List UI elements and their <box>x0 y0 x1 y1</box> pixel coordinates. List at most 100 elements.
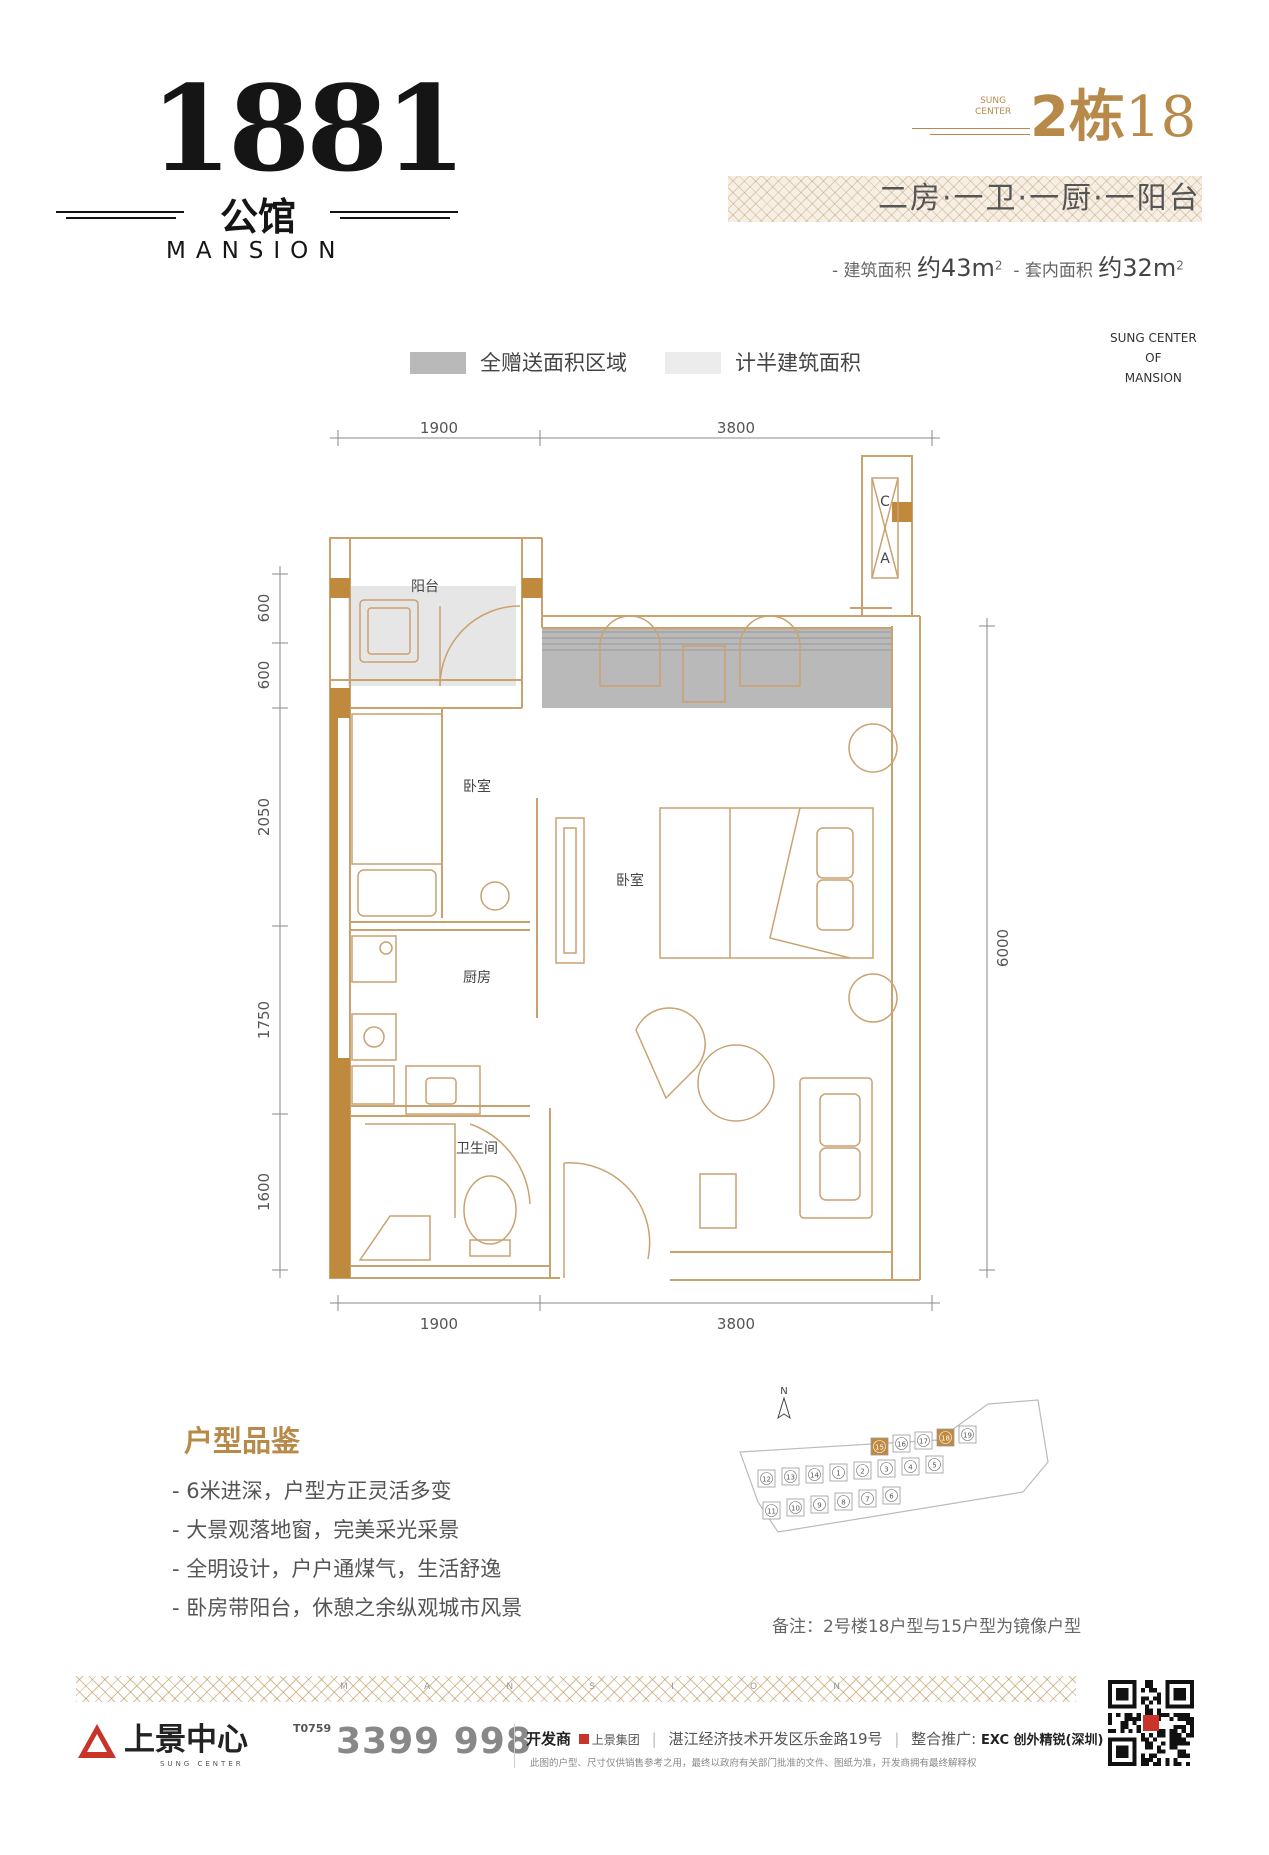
site-unit-label: 17 <box>919 1438 928 1446</box>
qr-module <box>1108 1712 1113 1717</box>
qr-module <box>1144 1737 1149 1742</box>
qr-module <box>1108 1716 1113 1721</box>
net-area-label: - 套内面积 <box>1013 261 1093 281</box>
brand-name: 上景中心 <box>124 1722 248 1758</box>
qr-module <box>1173 1745 1178 1750</box>
sung-center-of-mansion: SUNG CENTER OF MANSION <box>1110 331 1197 385</box>
qr-module <box>1144 1761 1149 1766</box>
features-title: 户型品鉴 <box>184 1424 301 1458</box>
legend-swatch-gift <box>410 352 466 374</box>
dim-bottom-2: 3800 <box>717 1315 755 1333</box>
qr-module <box>1157 1692 1162 1697</box>
site-unit-ring <box>808 1468 821 1481</box>
site-unit-ring <box>789 1501 802 1514</box>
footer-pattern-band <box>76 1676 1076 1702</box>
qr-module <box>1140 1688 1145 1693</box>
area-row: - 建筑面积 约43m2 - 套内面积 约32m2 <box>832 254 1184 282</box>
furniture <box>351 599 898 1278</box>
site-unit-ring <box>784 1470 797 1483</box>
logo-line-left <box>56 211 184 213</box>
qr-module <box>1132 1720 1137 1726</box>
features-list: - 6米进深，户型方正灵活多变 - 大景观落地窗，完美采光采景 - 全明设计，户… <box>172 1472 522 1628</box>
qr-module <box>1169 1733 1174 1738</box>
header-rule-2 <box>930 134 1030 135</box>
gross-area-value: 约43m <box>916 254 995 282</box>
qr-module <box>1136 1716 1141 1721</box>
header-rule <box>912 128 1030 129</box>
site-unit-label: 11 <box>767 1508 776 1516</box>
dim-bottom-1: 1900 <box>420 1315 458 1333</box>
qr-module <box>1136 1725 1141 1730</box>
qr-finder-module <box>1116 1745 1129 1758</box>
qr-module <box>1157 1757 1162 1762</box>
room-balcony: 阳台 <box>411 579 439 595</box>
qr-module <box>1144 1684 1149 1689</box>
logo-line-right-2 <box>340 217 450 219</box>
floor-plan: 1900 3800 1900 3800 600 600 2050 1750 16… <box>255 419 1012 1333</box>
footer-divider <box>514 1724 515 1768</box>
qr-module <box>1173 1761 1178 1766</box>
site-unit-ring <box>832 1466 845 1479</box>
qr-module <box>1185 1753 1190 1758</box>
qr-module <box>1153 1688 1158 1693</box>
qr-module <box>1140 1696 1145 1701</box>
qr-module <box>1128 1729 1133 1734</box>
site-unit-label: 10 <box>791 1505 800 1513</box>
qr-module <box>1140 1733 1145 1738</box>
qr-module <box>1108 1720 1113 1726</box>
qr-module <box>1148 1757 1154 1762</box>
disclaimer: 此图的户型、尺寸仅供销售参考之用，最终以政府有关部门批准的文件、图纸为准，开发商… <box>530 1758 977 1769</box>
site-unit-ring <box>928 1458 941 1471</box>
qr-module <box>1157 1708 1162 1713</box>
qr-module <box>1177 1761 1182 1766</box>
developer-label: 开发商 <box>526 1730 572 1748</box>
feature-item: - 全明设计，户户通煤气，生活舒逸 <box>172 1557 502 1581</box>
qr-module <box>1161 1712 1166 1717</box>
gross-area-label: - 建筑面积 <box>832 261 912 281</box>
site-unit-label: 12 <box>762 1476 771 1484</box>
legend-swatch-half <box>665 352 721 374</box>
unit-type: 二房·一卫·一厨·一阳台 <box>878 181 1201 216</box>
qr-module <box>1181 1712 1186 1717</box>
qr-module <box>1120 1720 1125 1726</box>
qr-module <box>1177 1741 1182 1746</box>
qr-finder-module <box>1173 1688 1186 1701</box>
qr-module <box>1120 1729 1125 1734</box>
qr-module <box>1136 1729 1141 1734</box>
logo-line-left-2 <box>66 217 176 219</box>
qr-module <box>1161 1733 1166 1738</box>
qr-module <box>1140 1757 1145 1762</box>
mirror-note: 备注：2号楼18户型与15户型为镜像户型 <box>772 1617 1082 1637</box>
qr-module <box>1169 1729 1174 1734</box>
qr-module <box>1148 1733 1154 1738</box>
qr-module <box>1169 1716 1174 1721</box>
site-unit-label: 3 <box>884 1466 888 1474</box>
developer-name: 上景集团 <box>591 1733 640 1747</box>
site-unit-ring <box>961 1428 974 1441</box>
qr-module <box>1124 1716 1129 1721</box>
dim-right-1: 6000 <box>994 929 1012 967</box>
qr-module <box>1189 1716 1194 1721</box>
qr-module <box>1128 1712 1133 1717</box>
qr-module <box>1169 1745 1174 1750</box>
feature-item: - 大景观落地窗，完美采光采景 <box>172 1518 460 1542</box>
qr-module <box>1144 1696 1149 1701</box>
qr-module <box>1148 1745 1154 1750</box>
dim-top-1: 1900 <box>420 419 458 437</box>
qr-module <box>1185 1761 1190 1766</box>
legend-label-half: 计半建筑面积 <box>735 351 861 375</box>
dim-left-5: 1600 <box>255 1173 273 1211</box>
net-area-value: 约32m <box>1098 254 1177 282</box>
dim-left-1: 600 <box>255 594 273 623</box>
qr-module <box>1161 1741 1166 1746</box>
shaft-label-c: C <box>880 494 890 510</box>
gift-area-window <box>542 628 892 708</box>
unit-id: 2栋18 <box>1030 90 1196 146</box>
qr-module <box>1181 1716 1186 1721</box>
qr-module <box>1181 1725 1186 1730</box>
qr-module <box>1157 1749 1162 1754</box>
balcony-half-area <box>348 586 516 686</box>
site-unit-label: 13 <box>786 1474 795 1482</box>
